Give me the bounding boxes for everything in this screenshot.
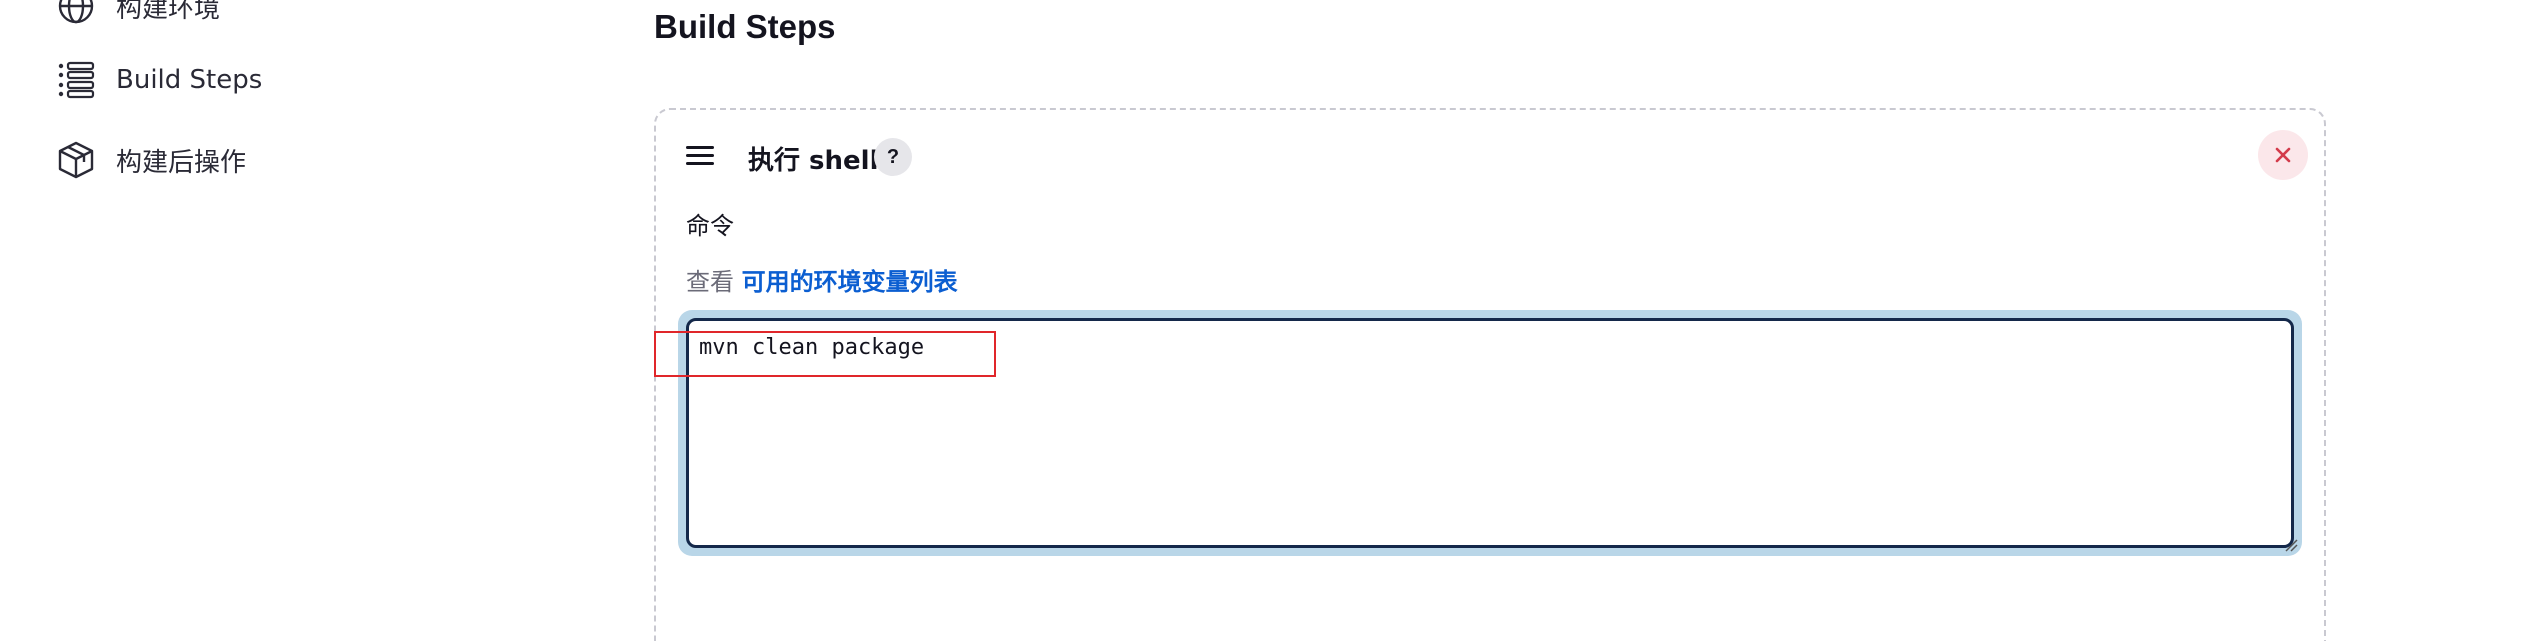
env-vars-line: 查看 可用的环境变量列表 bbox=[686, 262, 958, 297]
list-icon bbox=[58, 61, 95, 99]
sidebar-item-label: 构建后操作 bbox=[116, 147, 247, 178]
sidebar-item-build-steps[interactable]: Build Steps bbox=[56, 50, 262, 110]
command-label: 命令 bbox=[686, 212, 734, 240]
section-title: Build Steps bbox=[654, 8, 836, 45]
close-icon bbox=[2275, 147, 2291, 163]
sidebar-item-label: Build Steps bbox=[116, 65, 263, 95]
sidebar-item-build-environment[interactable]: 构建环境 bbox=[56, 0, 220, 36]
resize-handle-icon[interactable] bbox=[2284, 538, 2298, 552]
help-button[interactable]: ? bbox=[874, 138, 912, 176]
command-textarea[interactable]: mvn clean package bbox=[686, 318, 2294, 548]
sidebar: 构建环境 Build Steps 构建后操作 bbox=[0, 0, 600, 641]
delete-step-button[interactable] bbox=[2258, 130, 2308, 180]
env-vars-link[interactable]: 可用的环境变量列表 bbox=[741, 268, 958, 296]
drag-handle-icon[interactable] bbox=[686, 144, 716, 168]
package-icon bbox=[58, 141, 94, 179]
build-step-card: 执行 shell ? 命令 查看 可用的环境变量列表 mvn clean pac… bbox=[654, 108, 2326, 641]
sidebar-item-label: 构建环境 bbox=[116, 0, 221, 24]
env-vars-prefix: 查看 bbox=[686, 268, 734, 296]
sidebar-item-post-build-actions[interactable]: 构建后操作 bbox=[56, 130, 246, 190]
annotation-highlight-box bbox=[654, 331, 996, 377]
globe-icon bbox=[58, 0, 94, 24]
command-focus-ring: mvn clean package bbox=[678, 310, 2302, 556]
step-title: 执行 shell bbox=[748, 146, 879, 176]
